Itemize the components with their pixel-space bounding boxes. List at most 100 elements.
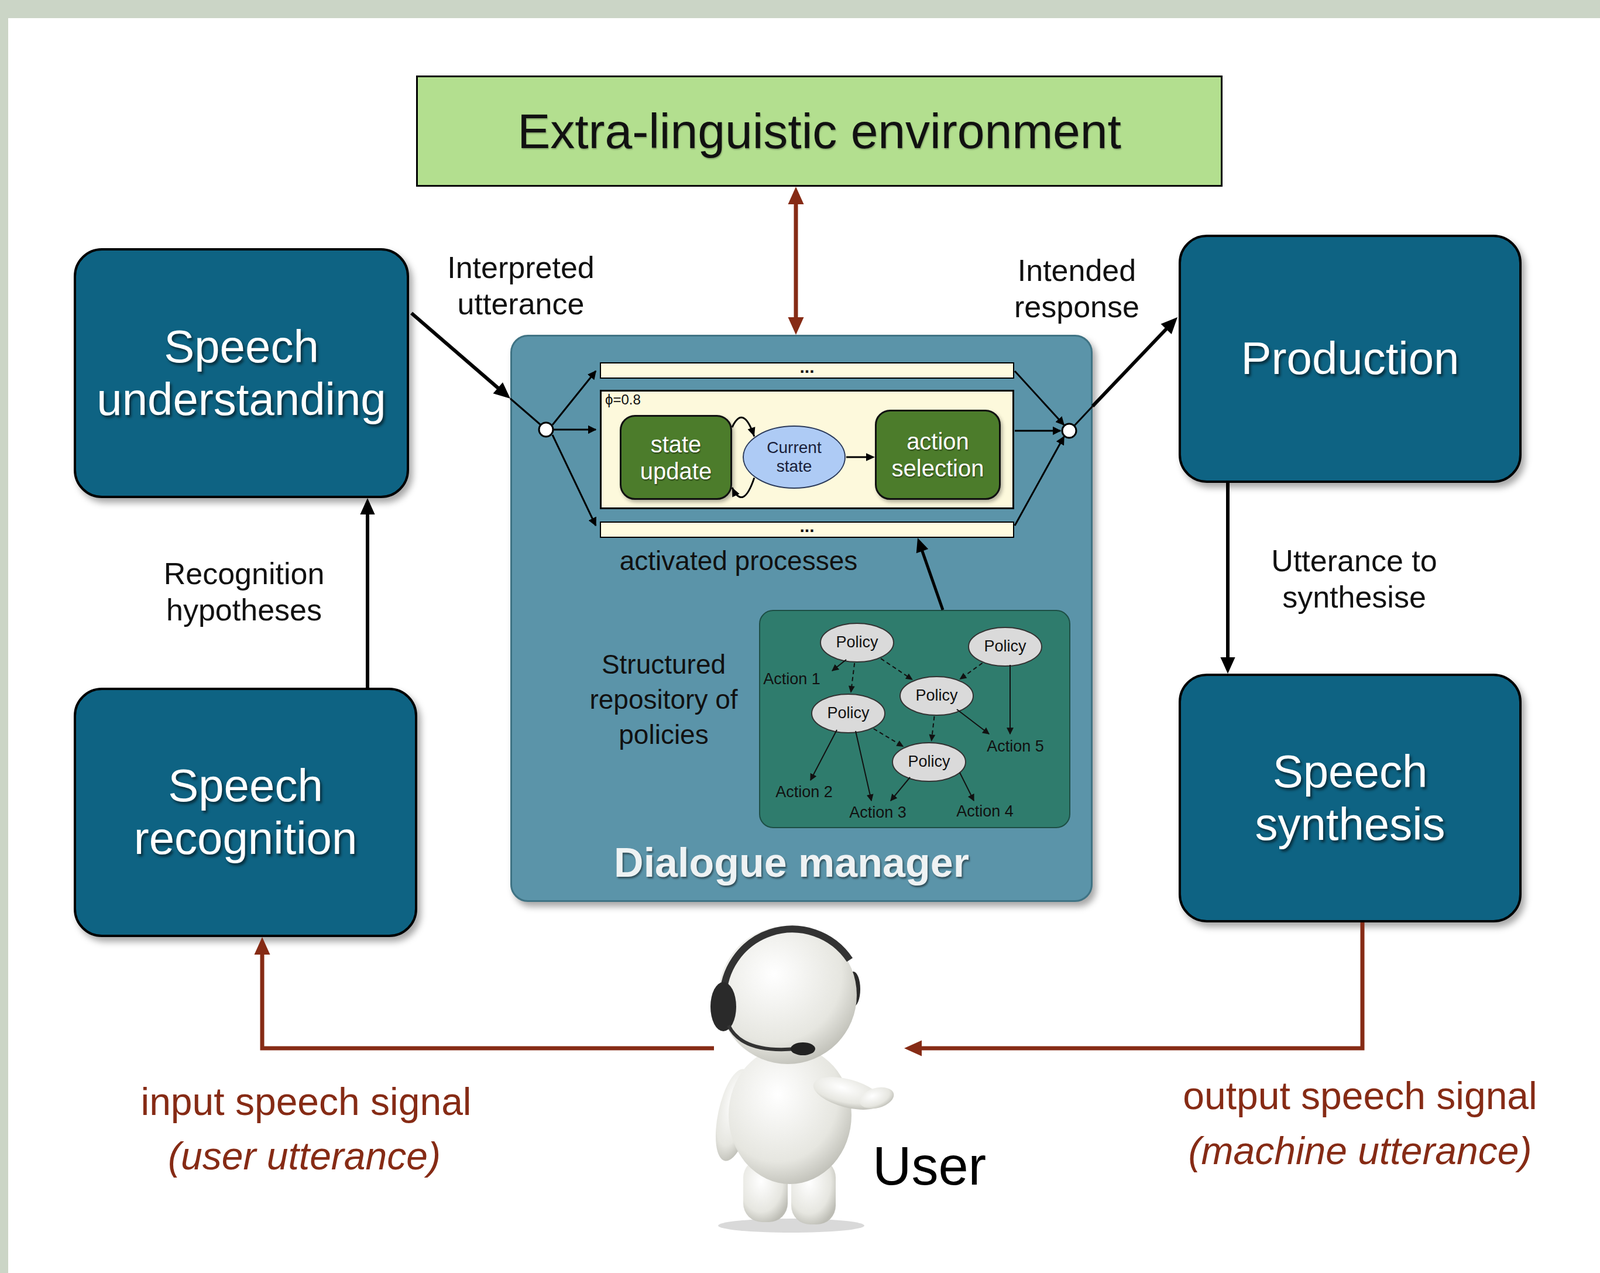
arrowhead: [959, 673, 967, 680]
policy-ellipse: Policy: [898, 675, 975, 717]
connector-line: [411, 313, 501, 390]
node-text: Policy: [915, 686, 958, 705]
connector: [1092, 317, 1178, 407]
component-box: Speech synthesis: [1178, 673, 1522, 923]
node-text: Policy: [826, 704, 870, 723]
fan-line: [552, 434, 596, 526]
policy-action-line: [956, 709, 990, 734]
connector: [880, 658, 913, 681]
policy-ellipse: Policy: [819, 622, 895, 664]
left-leg: [743, 1158, 788, 1222]
arrowhead: [905, 673, 913, 681]
policy-ellipse: Policy: [967, 626, 1043, 668]
fan-line: [1014, 436, 1064, 526]
connector-line: [921, 548, 943, 610]
connector: [732, 477, 755, 497]
component-box: Speech understanding: [73, 248, 410, 499]
environment-box: Extra-linguistic environment: [416, 75, 1223, 187]
connector-line: [846, 456, 868, 459]
connector-line: [365, 510, 370, 688]
arrowhead: [1161, 317, 1178, 335]
arrowhead: [788, 186, 805, 205]
connector-line: [932, 716, 935, 737]
process-box: ϕ=0.8 state update Current state action sel…: [599, 389, 1015, 510]
fan-line: [553, 428, 596, 431]
action-label: Action 5: [986, 736, 1045, 756]
connector: [788, 186, 805, 335]
right-earpiece: [846, 971, 861, 1007]
policy-action-line: [959, 772, 974, 801]
fan-line: [1074, 406, 1093, 426]
connector: [916, 537, 943, 610]
junction: [1062, 423, 1077, 438]
arrowhead: [359, 498, 375, 515]
node-text: ...: [799, 523, 815, 530]
arrowhead: [732, 487, 740, 497]
connector-line: [1226, 482, 1230, 661]
policy-action-line: [890, 777, 911, 801]
action-selection-box: action selection: [874, 409, 1001, 500]
arrowhead: [747, 426, 756, 436]
node-text: ...: [799, 364, 815, 370]
component-box: Speech recognition: [73, 687, 418, 937]
torso: [728, 1045, 852, 1184]
arrowhead: [493, 382, 511, 399]
connector-line: [918, 922, 1363, 1049]
policy-ellipse: Policy: [891, 741, 967, 783]
node-text: Structured repository of policies: [584, 647, 743, 753]
node-text: state update: [625, 430, 727, 485]
node-text: Current state: [750, 438, 839, 476]
junction: [538, 422, 554, 437]
arrowhead: [929, 734, 936, 743]
headset-band: [723, 928, 850, 1002]
node-text: User: [872, 1135, 987, 1198]
connector-line: [732, 477, 755, 497]
connector: [873, 728, 905, 747]
policy-action-line: [1009, 664, 1011, 734]
node-text: Policy: [835, 633, 878, 652]
current-state-ellipse: Current state: [742, 424, 847, 490]
connector-line: [851, 663, 855, 688]
floor-shadow: [718, 1218, 865, 1233]
connector-line: [880, 658, 909, 677]
hand: [857, 1083, 897, 1112]
edge-label: Interpreted utterance: [421, 249, 621, 323]
policy-action-line: [855, 730, 872, 801]
signal-label: (machine utterance): [1188, 1127, 1533, 1174]
connector-line: [732, 417, 755, 436]
head: [718, 925, 857, 1064]
node-text: action selection: [880, 427, 995, 482]
node-text: Policy: [907, 752, 950, 771]
arrowhead: [788, 317, 805, 335]
action-label: Action 3: [849, 802, 907, 822]
connector: [904, 922, 1363, 1057]
mic-boom: [728, 1025, 796, 1050]
state-update-box: state update: [619, 414, 733, 500]
policy-action-line: [810, 729, 837, 781]
connector-line: [262, 950, 714, 1049]
fan-line: [510, 398, 541, 425]
node-text: Extra-linguistic environment: [517, 102, 1122, 160]
arrowhead: [904, 1040, 922, 1057]
fan-line: [552, 371, 596, 425]
left-arm: [708, 1065, 761, 1165]
connector: [846, 452, 875, 462]
connector: [929, 716, 936, 742]
edge-label: Intended response: [977, 252, 1177, 326]
edge-label: Recognition hypotheses: [138, 555, 350, 629]
signal-label: (user utterance): [167, 1132, 441, 1180]
node-text: Dialogue manager: [512, 839, 1071, 887]
right-leg: [791, 1158, 836, 1225]
fan-line: [1014, 430, 1061, 432]
connector-line: [1092, 326, 1169, 407]
node-text: Speech synthesis: [1193, 745, 1507, 851]
arrowhead: [895, 740, 904, 747]
user-area: User: [713, 921, 905, 1229]
ellipse-shape: [820, 623, 894, 662]
arrowhead: [848, 685, 856, 694]
ellipse-shape: [811, 694, 885, 733]
earpiece: [710, 982, 737, 1032]
edge-label: Utterance to synthesise: [1243, 542, 1466, 616]
node-text: ϕ=0.8: [605, 391, 641, 408]
